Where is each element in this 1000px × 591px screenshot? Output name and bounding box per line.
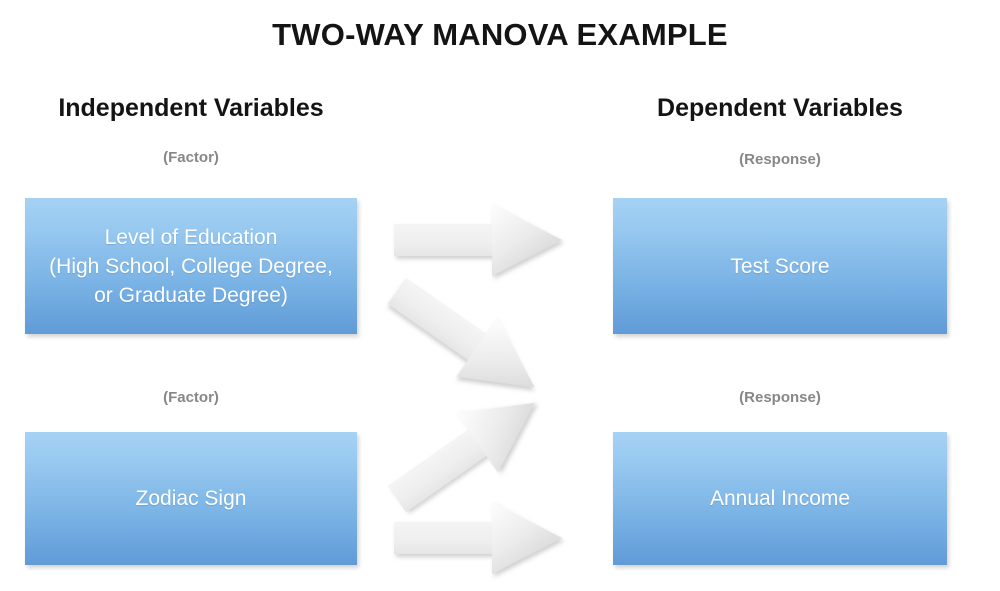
factor-label-row1: (Factor)	[163, 149, 219, 166]
factor-label-row2: (Factor)	[163, 389, 219, 406]
arrow-zodiac-to-annual-income-icon	[392, 500, 564, 576]
box-zodiac-sign: Zodiac Sign	[25, 432, 357, 565]
independent-variables-heading: Independent Variables	[58, 94, 324, 122]
box-zodiac-sign-label: Zodiac Sign	[135, 487, 247, 510]
box-test-score-label: Test Score	[730, 254, 830, 278]
box-annual-income: Annual Income	[613, 432, 947, 565]
arrow-education-to-test-score-icon	[392, 202, 564, 278]
page-title: TWO-WAY MANOVA EXAMPLE	[272, 17, 728, 52]
box-level-of-education: Level of Education (High School, College…	[25, 198, 357, 334]
arrow-education-to-annual-income-icon	[352, 259, 558, 451]
dependent-variables-heading: Dependent Variables	[657, 94, 903, 122]
box-level-of-education-label: Level of Education (High School, College…	[49, 225, 333, 307]
response-label-row2: (Response)	[739, 389, 821, 406]
box-annual-income-label: Annual Income	[709, 487, 851, 510]
response-label-row1: (Response)	[739, 151, 821, 168]
arrow-zodiac-to-test-score-icon	[373, 371, 557, 532]
box-test-score: Test Score	[613, 198, 947, 334]
